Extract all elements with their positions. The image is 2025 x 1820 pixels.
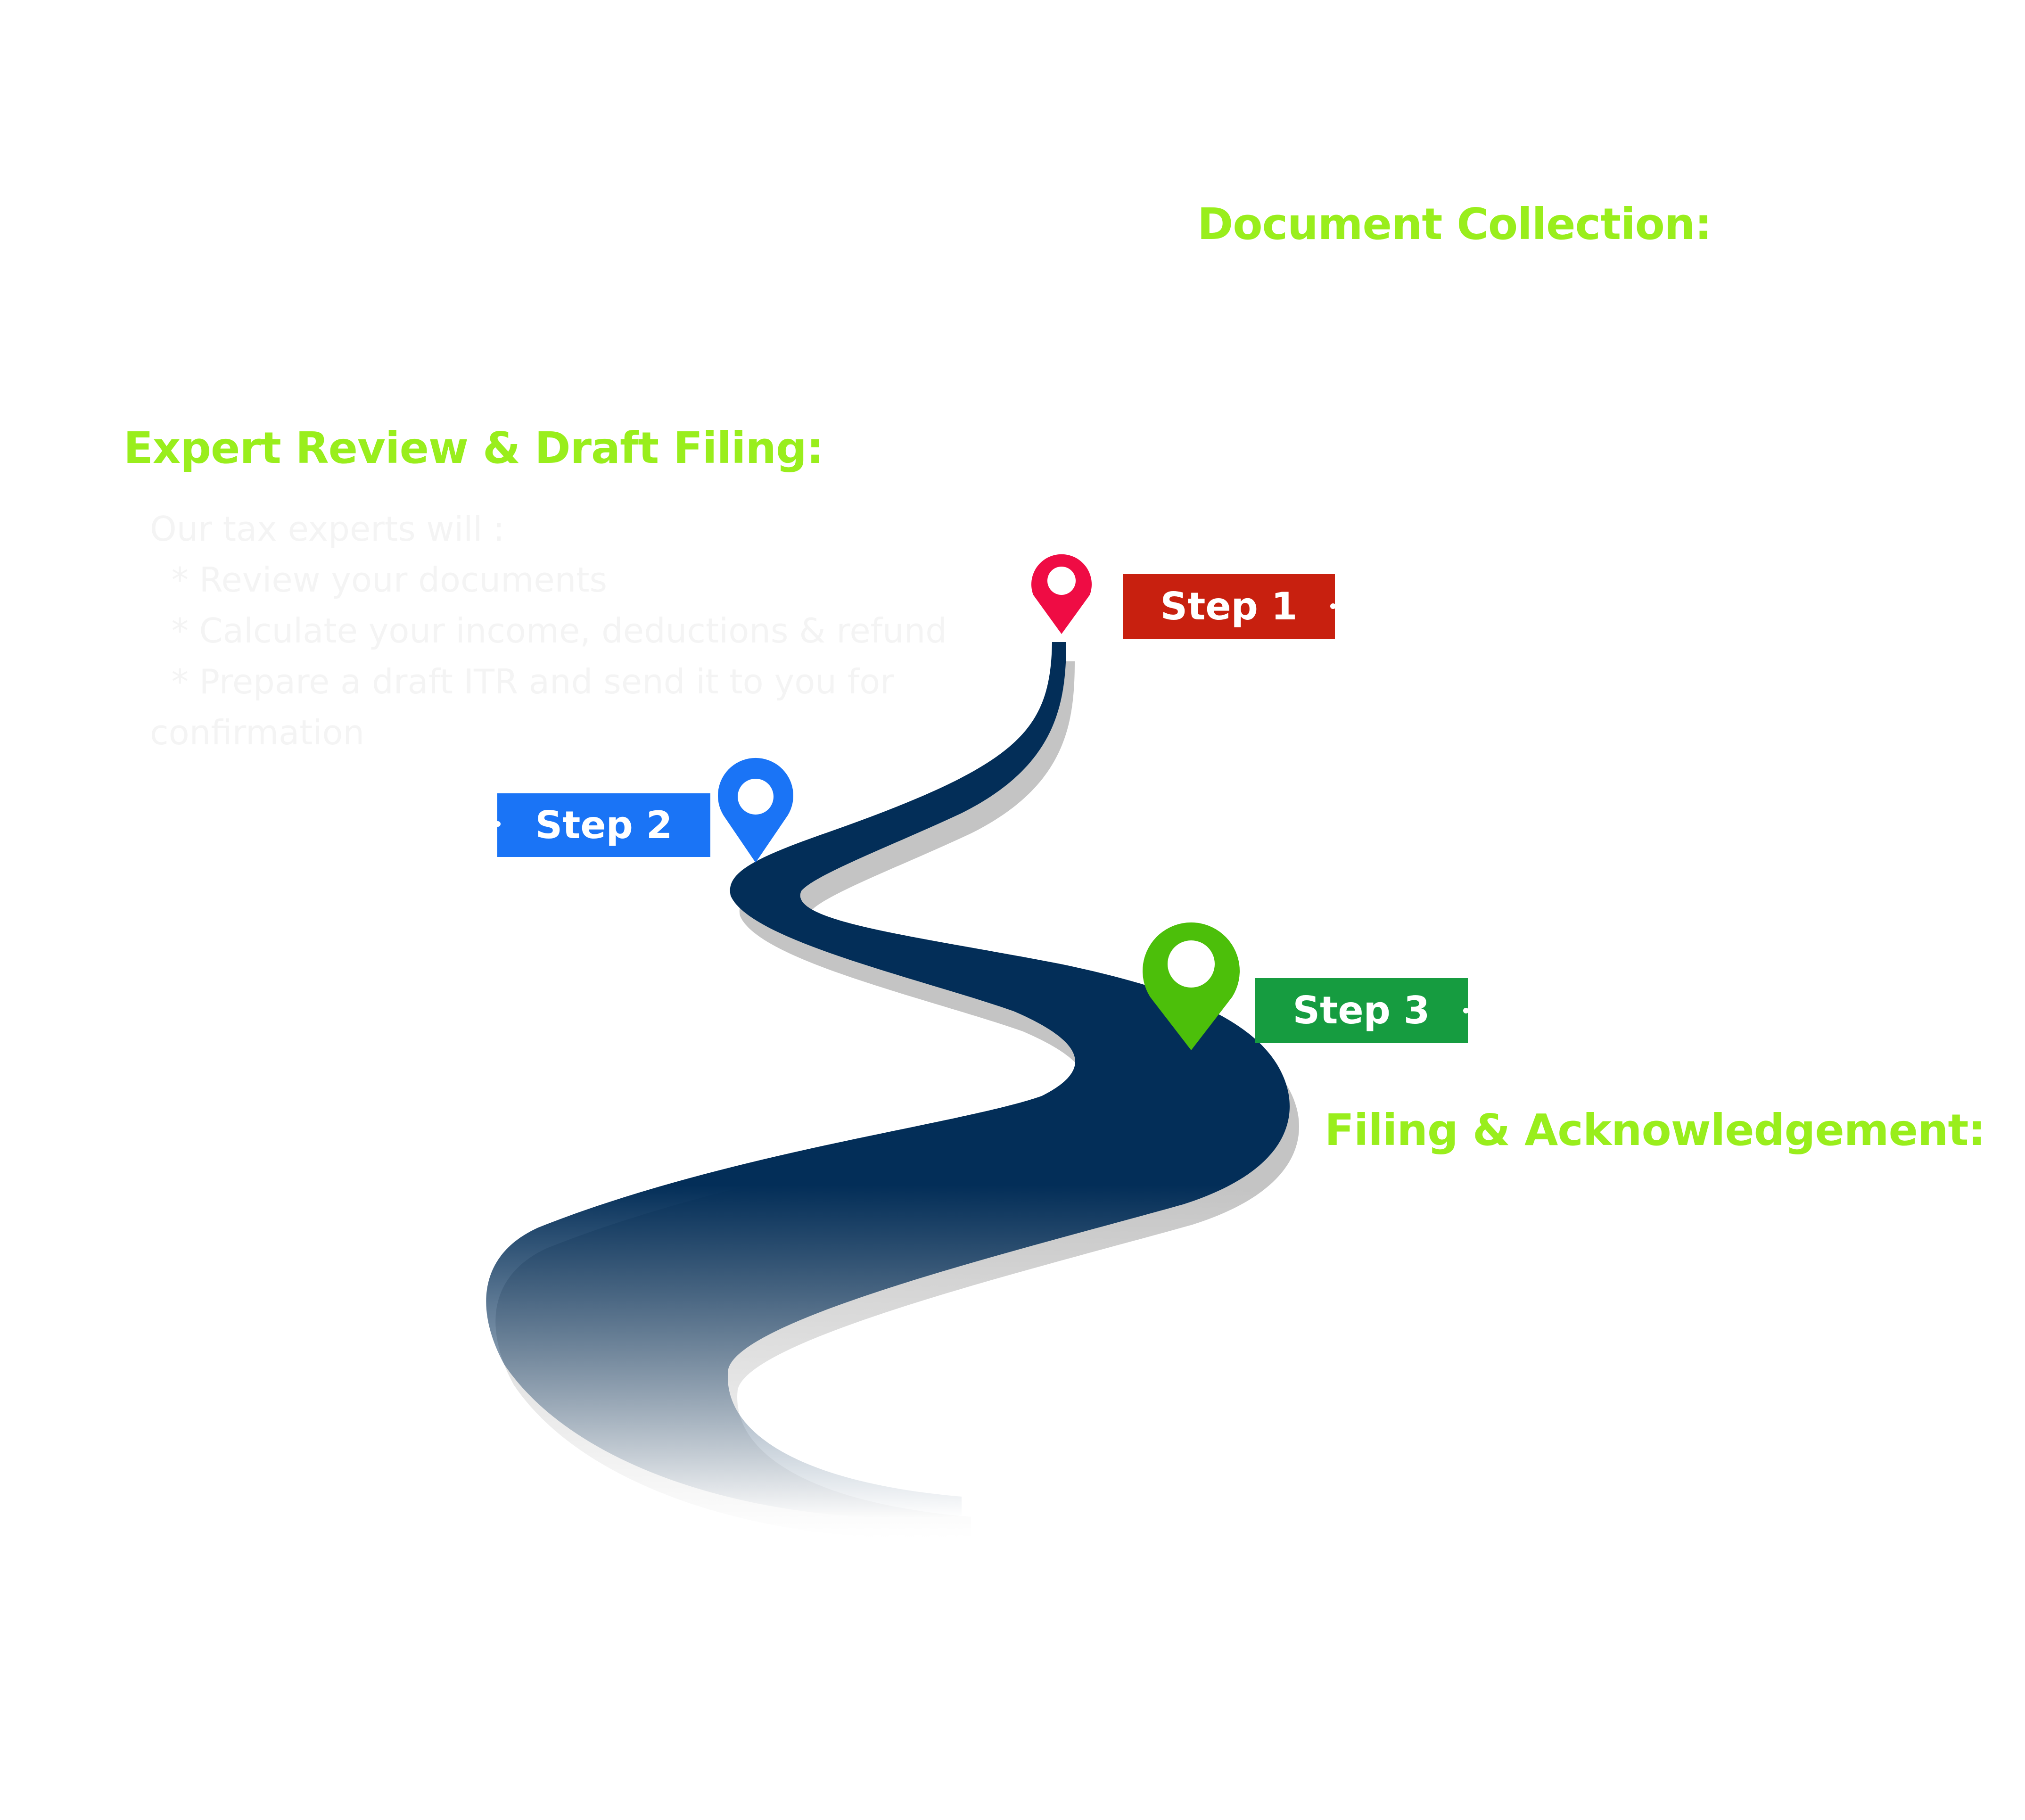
step-3-pin-icon — [1143, 922, 1240, 1050]
description-line: confirmation — [150, 713, 365, 752]
step-3-label: Step 3 — [1255, 978, 1468, 1043]
step-2-connector-dot — [495, 821, 501, 827]
step-1-label: Step 1 — [1123, 574, 1335, 639]
step-1-label-text: Step 1 — [1160, 585, 1298, 628]
step-1-connector-dot — [1330, 603, 1336, 609]
step-2-heading: Expert Review & Draft Filing: — [123, 423, 824, 473]
road-body — [486, 642, 1290, 1518]
step-1-heading: Document Collection: — [1197, 199, 1712, 249]
step-3-heading: Filing & Acknowledgement: — [1325, 1105, 1985, 1155]
step-2-label: Step 2 — [497, 793, 710, 857]
description-line: * Prepare a draft ITR and send it to you… — [150, 662, 894, 701]
step-2-label-text: Step 2 — [535, 803, 673, 847]
step-3-label-text: Step 3 — [1292, 988, 1430, 1032]
description-line: Our tax experts will : — [150, 509, 505, 549]
step-3-connector-dot — [1463, 1008, 1469, 1013]
description-line: * Calculate your income, deductions & re… — [150, 611, 947, 651]
step-2-pin-icon — [718, 758, 793, 863]
step-2-description: Our tax experts will : * Review your doc… — [150, 503, 947, 758]
description-line: * Review your documents — [150, 560, 607, 600]
step-1-pin-icon — [1031, 554, 1092, 634]
